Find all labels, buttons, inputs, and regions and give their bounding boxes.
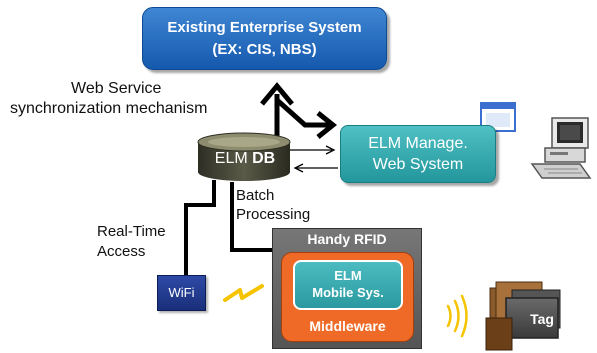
database-icon xyxy=(197,132,291,181)
batch-line xyxy=(230,182,272,252)
wireless-signal-icon xyxy=(223,284,264,302)
middleware-label: Middleware xyxy=(309,318,386,334)
mobile-line1: ELM xyxy=(334,268,362,283)
elm-mobile-system-box: ELM Mobile Sys. xyxy=(293,260,403,310)
enterprise-title: Existing Enterprise System xyxy=(167,19,362,36)
manage-line2: Web System xyxy=(372,156,464,173)
processing-label: Processing xyxy=(236,206,311,223)
elm-db-name: DB xyxy=(252,150,276,167)
realtime-label: Real-Time xyxy=(97,223,166,240)
sync-arrow xyxy=(260,82,338,139)
enterprise-system-box: Existing Enterprise System (EX: CIS, NBS… xyxy=(142,7,387,70)
wifi-box: WiFi xyxy=(157,275,206,311)
desktop-computer-icon xyxy=(530,117,592,179)
sync-mechanism-label: synchronization mechanism xyxy=(10,100,208,117)
db-manage-arrows xyxy=(290,145,338,173)
realtime-line xyxy=(184,180,216,276)
enterprise-subtitle: (EX: CIS, NBS) xyxy=(212,41,317,58)
mobile-line2: Mobile Sys. xyxy=(312,285,384,300)
elm-manage-web-system-box: ELM Manage. Web System xyxy=(340,125,496,183)
handy-rfid-title: Handy RFID xyxy=(307,231,387,247)
access-label: Access xyxy=(97,243,146,260)
manage-line1: ELM Manage. xyxy=(368,135,468,152)
batch-label: Batch xyxy=(236,187,275,204)
web-service-label: Web Service xyxy=(71,80,162,97)
elm-db-label: ELM DB xyxy=(204,150,286,168)
tag-stack-icon xyxy=(485,281,561,351)
tag-label: Tag xyxy=(530,311,554,327)
elm-db-prefix: ELM xyxy=(214,150,248,167)
rfid-waves-icon xyxy=(446,294,468,338)
